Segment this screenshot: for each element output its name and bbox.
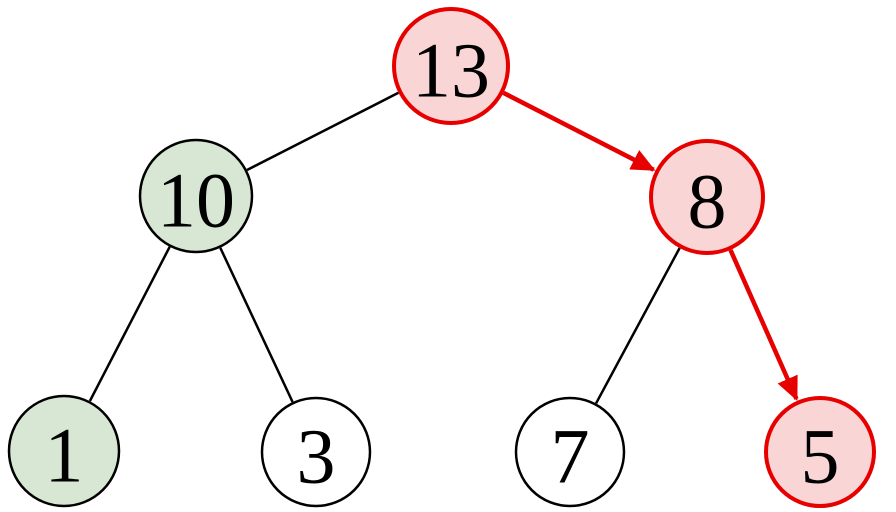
tree-node-10: 10 — [138, 138, 254, 254]
tree-edge-13-10 — [246, 91, 399, 172]
node-circle-8 — [649, 139, 765, 255]
node-circle-13 — [392, 7, 510, 125]
node-label-7: 7 — [551, 413, 590, 500]
path-arrow-8-5 — [728, 249, 799, 401]
node-circle-10 — [138, 138, 254, 254]
node-label-3: 3 — [297, 413, 336, 500]
tree-node-3: 3 — [260, 396, 372, 508]
tree-edge-10-1 — [88, 246, 171, 402]
path-arrow-13-8 — [502, 90, 656, 172]
tree-node-1: 1 — [7, 394, 121, 508]
node-label-5: 5 — [801, 413, 840, 500]
node-circle-3 — [260, 396, 372, 508]
node-label-8: 8 — [688, 158, 727, 245]
node-circle-1 — [7, 394, 121, 508]
node-circle-7 — [514, 396, 626, 508]
node-label-10: 10 — [157, 157, 235, 244]
node-label-13: 13 — [412, 27, 490, 114]
tree-node-7: 7 — [514, 396, 626, 508]
tree-node-5: 5 — [764, 396, 876, 508]
node-circle-5 — [764, 396, 876, 508]
tree-node-13: 13 — [392, 7, 510, 125]
tree-edge-8-7 — [594, 247, 681, 404]
tree-node-8: 8 — [649, 139, 765, 255]
tree-edge-10-3 — [219, 247, 294, 403]
node-label-1: 1 — [45, 412, 84, 499]
